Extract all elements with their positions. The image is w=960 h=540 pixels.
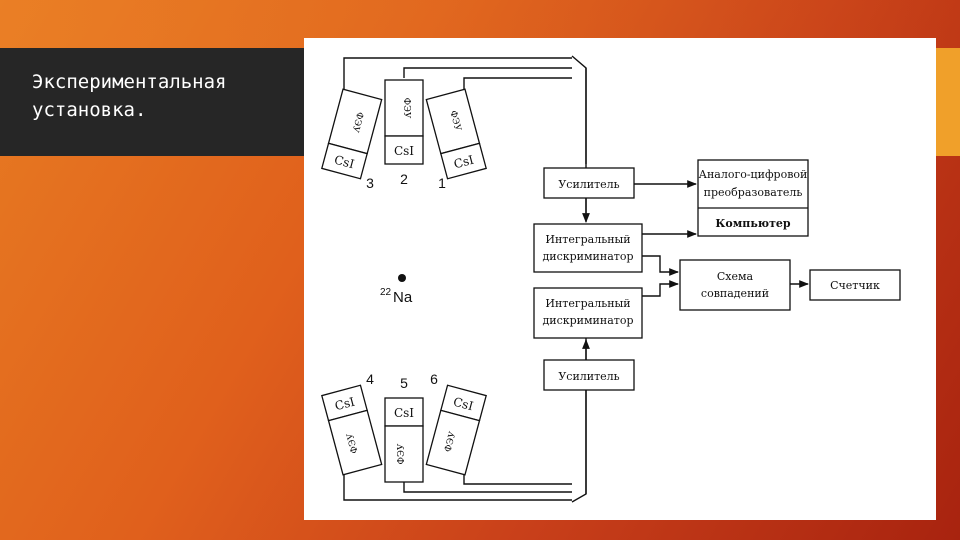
adc-label-line2: преобразователь (704, 186, 803, 199)
detector-number-4: 4 (366, 371, 374, 387)
signal-arrows (582, 180, 809, 360)
title-box (0, 48, 304, 156)
detector-bottom-6: CsI ФЭУ (425, 384, 487, 476)
discriminator-2-line1: Интегральный (545, 297, 630, 310)
source-point (398, 274, 406, 282)
pmt-label: ФЭУ (397, 443, 407, 464)
detector-bottom-4: CsI ФЭУ (321, 384, 383, 476)
coincidence-line1: Схема (717, 270, 754, 283)
detector-number-5: 5 (400, 375, 408, 391)
crystal-label: CsI (452, 395, 475, 414)
setup-diagram: ФЭУ CsI ФЭУ CsI ФЭУ CsI 3 2 1 22 Na 4 5 … (321, 55, 901, 503)
computer-label: Компьютер (715, 217, 791, 230)
detector-number-3: 3 (366, 175, 374, 191)
counter-block: Счетчик (809, 269, 901, 301)
coincidence-block: Схема совпадений (679, 259, 791, 311)
crystal-label: CsI (452, 153, 475, 172)
source-mass-number: 22 (380, 287, 392, 298)
detector-top-3: ФЭУ CsI (321, 88, 383, 180)
detector-top-2: ФЭУ CsI (384, 79, 424, 165)
detector-number-1: 1 (438, 175, 446, 191)
amplifier-bottom-block: Усилитель (543, 359, 635, 391)
slide-title: Экспериментальная установка. (32, 71, 227, 121)
discriminator-1-line2: дискриминатор (542, 250, 633, 263)
detector-number-2: 2 (400, 171, 408, 187)
crystal-label: CsI (333, 153, 356, 172)
detector-top-1: ФЭУ CsI (425, 88, 487, 180)
adc-label-line1: Аналого-цифровой (699, 168, 808, 181)
detector-number-6: 6 (430, 371, 438, 387)
detector-bottom-5: CsI ФЭУ (384, 397, 424, 483)
source-element: Na (393, 289, 413, 306)
discriminator-1-line1: Интегральный (545, 233, 630, 246)
amplifier-top-label: Усилитель (558, 178, 619, 191)
counter-label: Счетчик (830, 279, 880, 292)
amplifier-bottom-label: Усилитель (558, 370, 619, 383)
discriminator-1-block: Интегральный дискриминатор (533, 223, 643, 273)
amplifier-top-block: Усилитель (543, 167, 635, 199)
pmt-label: ФЭУ (401, 98, 411, 119)
discriminator-2-line2: дискриминатор (542, 314, 633, 327)
coincidence-line2: совпадений (701, 287, 769, 300)
crystal-label: CsI (333, 395, 356, 414)
adc-block: Аналого-цифровой преобразователь Компьют… (697, 159, 809, 237)
discriminator-2-block: Интегральный дискриминатор (533, 287, 643, 339)
diagram-panel: ФЭУ CsI ФЭУ CsI ФЭУ CsI 3 2 1 22 Na 4 5 … (304, 38, 936, 520)
crystal-label: CsI (394, 144, 414, 158)
right-accent-bar (936, 48, 960, 156)
crystal-label: CsI (394, 406, 414, 420)
